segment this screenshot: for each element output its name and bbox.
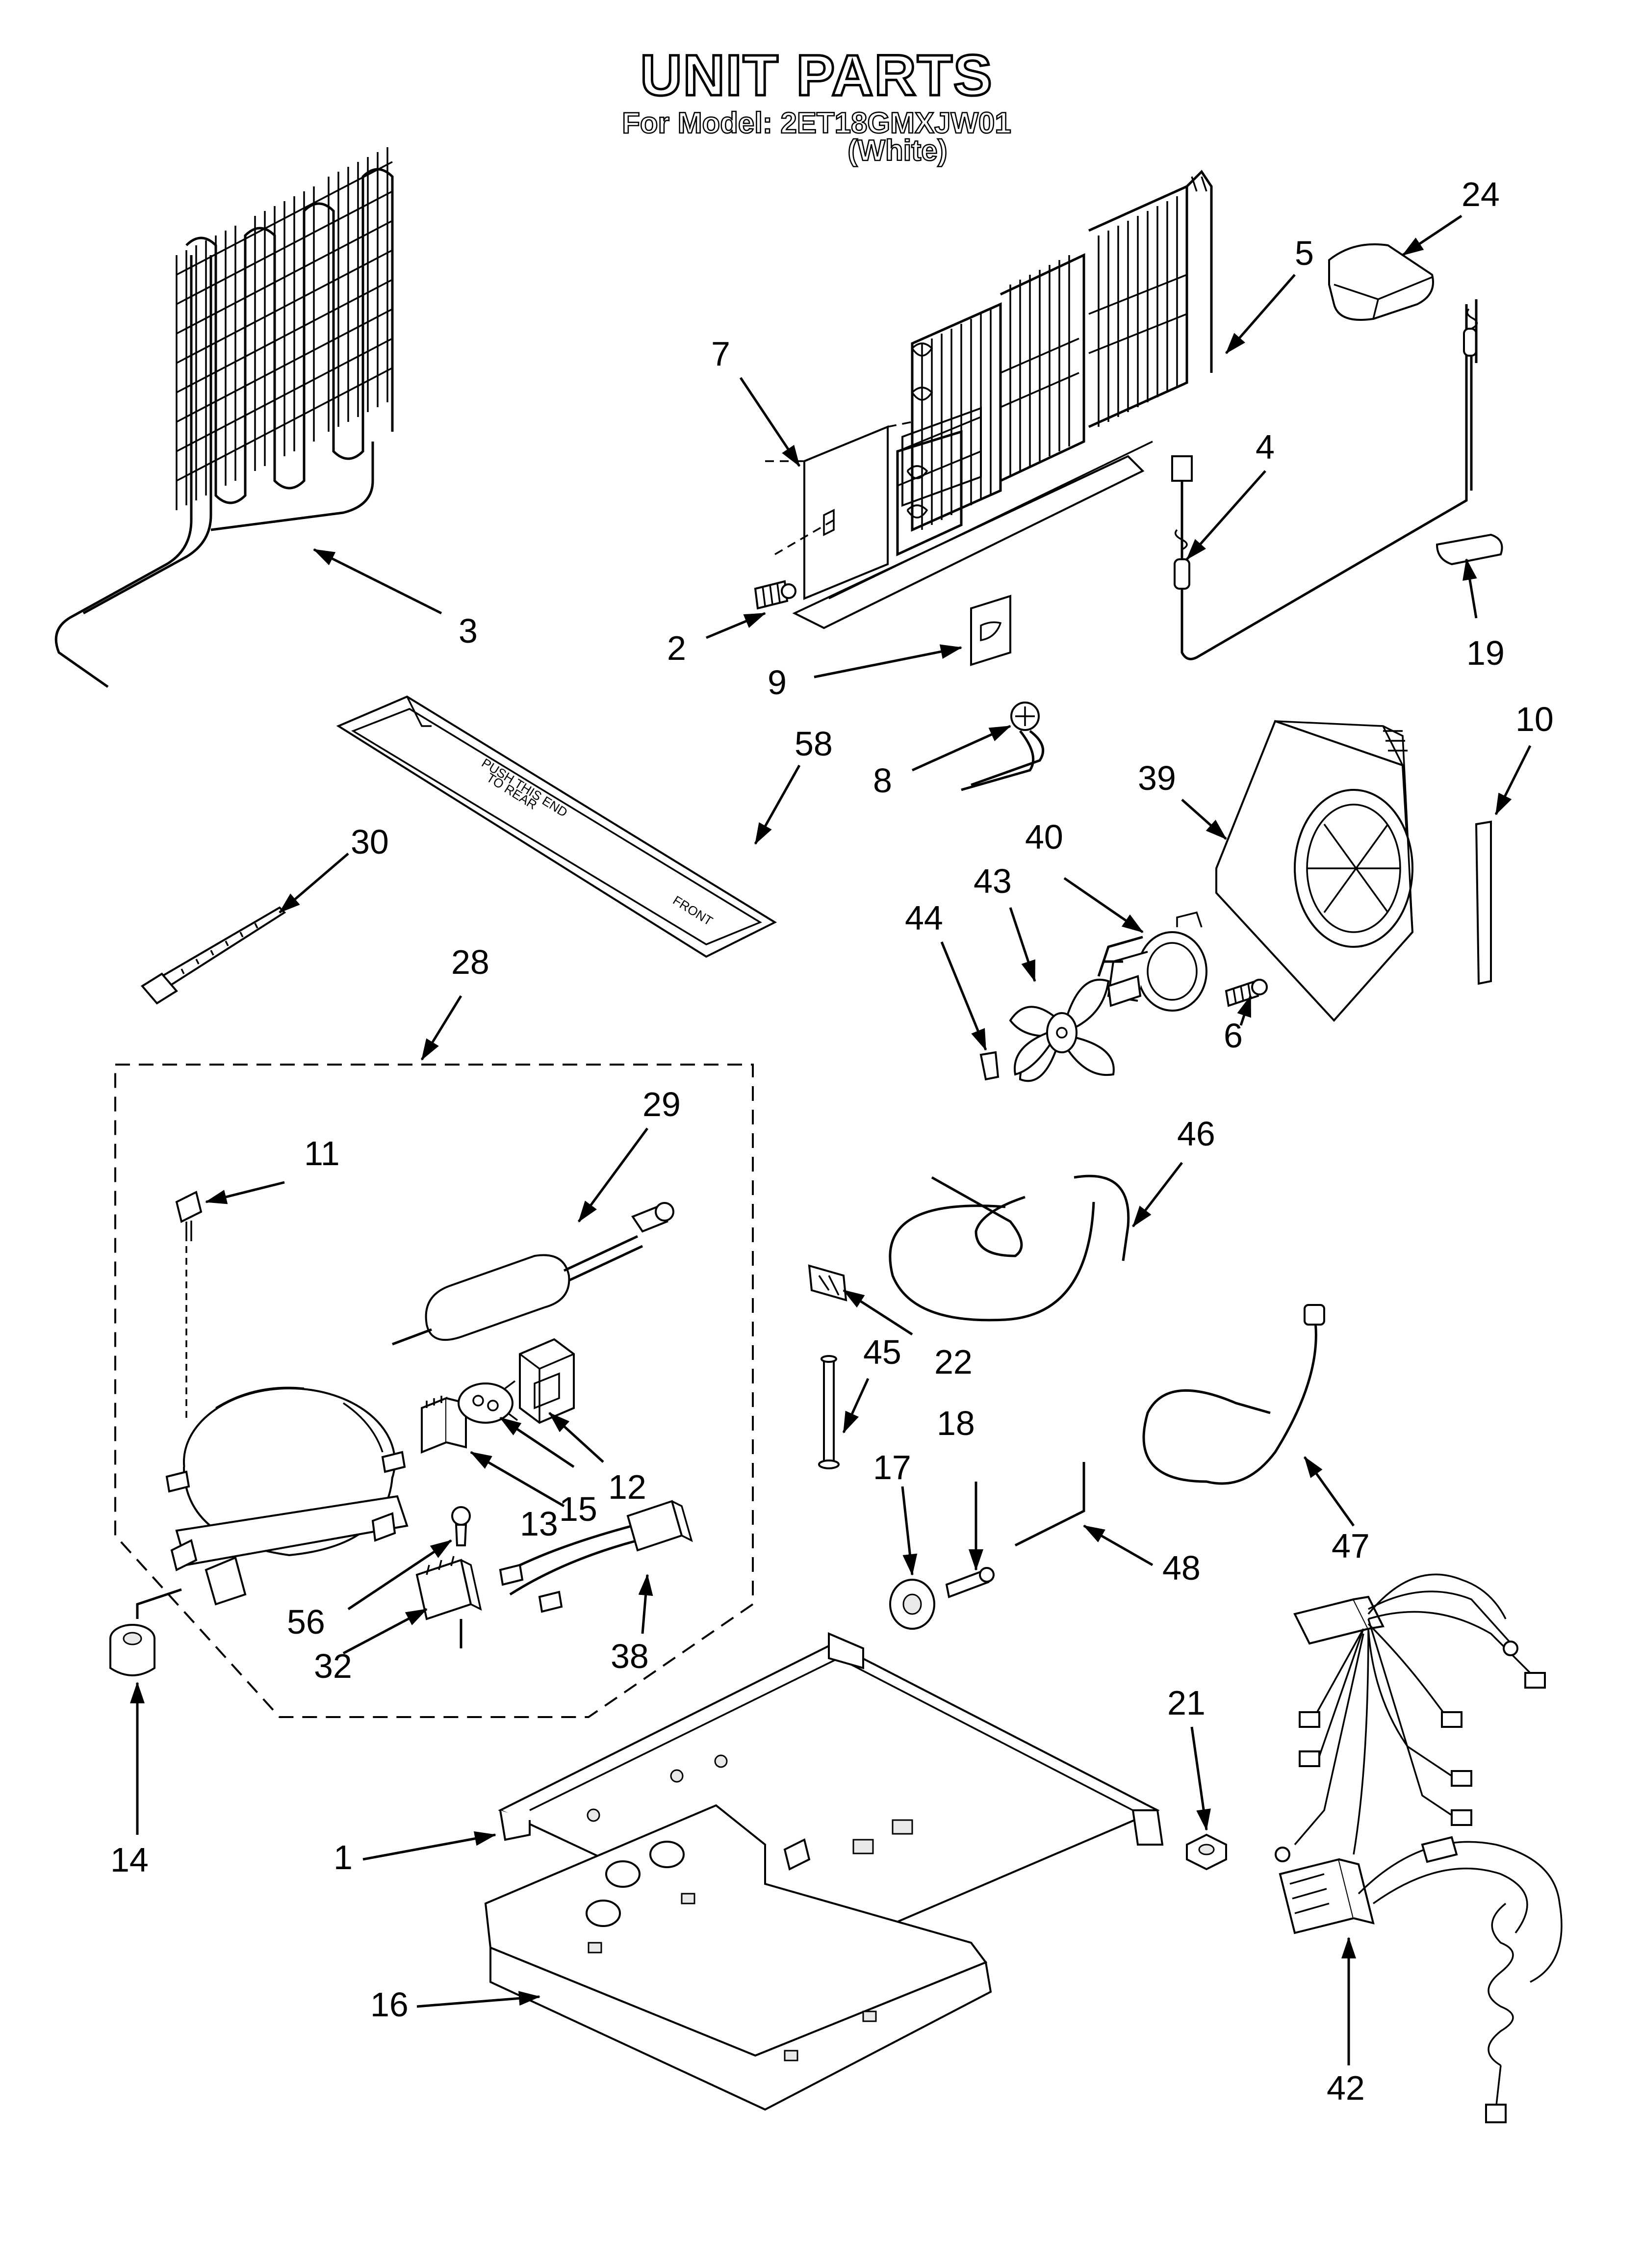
foam-block-24 xyxy=(1328,243,1434,321)
grommet-14 xyxy=(109,1588,182,1676)
evaporator xyxy=(792,170,1213,629)
overload-15 xyxy=(458,1380,518,1424)
fan-shroud-39 xyxy=(1215,720,1414,1022)
compressor-kit-group-outline xyxy=(114,1064,754,1718)
diagram-title: UNIT PARTS xyxy=(639,43,993,108)
bracket-9 xyxy=(970,595,1011,666)
label-part-21: 21 xyxy=(1167,1684,1206,1722)
screw-11 xyxy=(175,1191,203,1423)
fan-motor-40 xyxy=(1097,911,1207,1012)
label-part-9: 9 xyxy=(768,663,787,702)
nut-21 xyxy=(1186,1833,1227,1871)
clip-22 xyxy=(808,1264,847,1302)
part-number-labels: 3 2 7 9 5 24 4 19 8 58 39 10 30 40 43 44… xyxy=(110,175,1554,2107)
label-part-8: 8 xyxy=(873,761,892,800)
capacitor-32 xyxy=(415,1556,482,1648)
wiring-harness-42 xyxy=(1275,1573,1563,2123)
clip-19 xyxy=(1436,533,1503,566)
label-part-22: 22 xyxy=(934,1343,973,1381)
drier-29 xyxy=(392,1202,674,1346)
label-part-11: 11 xyxy=(304,1134,340,1173)
title-block: UNIT PARTS For Model: 2ET18GMXJW01 xyxy=(490,43,1143,139)
evaporator-fins xyxy=(921,196,1178,530)
label-part-3: 3 xyxy=(459,612,478,650)
color-variant: (White) xyxy=(847,134,948,167)
screw-6 xyxy=(1225,979,1268,1007)
screw-2 xyxy=(754,580,796,610)
drip-tray-58: PUSH THIS END TO REAR FRONT xyxy=(336,695,777,958)
label-part-29: 29 xyxy=(642,1085,681,1123)
label-part-47: 47 xyxy=(1332,1527,1370,1565)
screw-56 xyxy=(451,1506,471,1546)
label-part-7: 7 xyxy=(711,335,730,373)
label-part-32: 32 xyxy=(314,1647,352,1685)
label-part-39: 39 xyxy=(1138,759,1176,797)
label-part-48: 48 xyxy=(1162,1549,1201,1587)
axle-18 xyxy=(945,1567,995,1598)
strip-10 xyxy=(1475,820,1492,985)
clip-44 xyxy=(979,1051,1000,1081)
label-part-56: 56 xyxy=(287,1603,325,1641)
label-part-24: 24 xyxy=(1462,175,1500,213)
label-part-30: 30 xyxy=(351,823,389,861)
fan-blade-43 xyxy=(1009,978,1115,1082)
label-part-46: 46 xyxy=(1177,1115,1215,1153)
relay-cover-12 xyxy=(519,1338,575,1424)
label-part-38: 38 xyxy=(611,1637,649,1675)
label-part-14: 14 xyxy=(110,1841,149,1879)
pin-45 xyxy=(818,1355,840,1469)
tube-47 xyxy=(1142,1304,1325,1485)
harness-4 xyxy=(1171,299,1478,660)
label-part-42: 42 xyxy=(1327,2069,1365,2107)
tube-48 xyxy=(1014,1462,1085,1547)
harness-38 xyxy=(499,1500,693,1613)
label-part-18: 18 xyxy=(937,1404,975,1442)
label-part-16: 16 xyxy=(370,1985,409,2024)
label-part-5: 5 xyxy=(1295,234,1314,272)
label-part-12: 12 xyxy=(608,1468,646,1506)
label-part-19: 19 xyxy=(1466,634,1505,672)
label-part-1: 1 xyxy=(334,1838,353,1877)
insulation-board-16 xyxy=(484,1804,992,2111)
model-number: For Model: 2ET18GMXJW01 xyxy=(621,106,1012,139)
label-part-4: 4 xyxy=(1256,428,1275,466)
label-part-40: 40 xyxy=(1025,818,1063,856)
label-part-44: 44 xyxy=(905,899,943,937)
label-part-58: 58 xyxy=(795,725,833,763)
label-part-45: 45 xyxy=(863,1333,901,1371)
label-part-43: 43 xyxy=(974,862,1012,900)
drain-tube-46 xyxy=(889,1174,1130,1322)
condenser-coil xyxy=(54,147,394,688)
label-part-6: 6 xyxy=(1224,1017,1243,1055)
compressor xyxy=(165,1386,409,1606)
label-part-10: 10 xyxy=(1515,700,1554,738)
label-part-28: 28 xyxy=(451,943,489,981)
label-part-15: 15 xyxy=(559,1490,597,1528)
label-part-2: 2 xyxy=(667,629,686,667)
leader-lines xyxy=(130,214,1532,2065)
cable-tie-30 xyxy=(140,906,286,1005)
label-part-13: 13 xyxy=(520,1505,558,1543)
label-part-17: 17 xyxy=(873,1448,911,1486)
wheel-17 xyxy=(889,1579,935,1630)
sensor-8 xyxy=(961,702,1045,791)
